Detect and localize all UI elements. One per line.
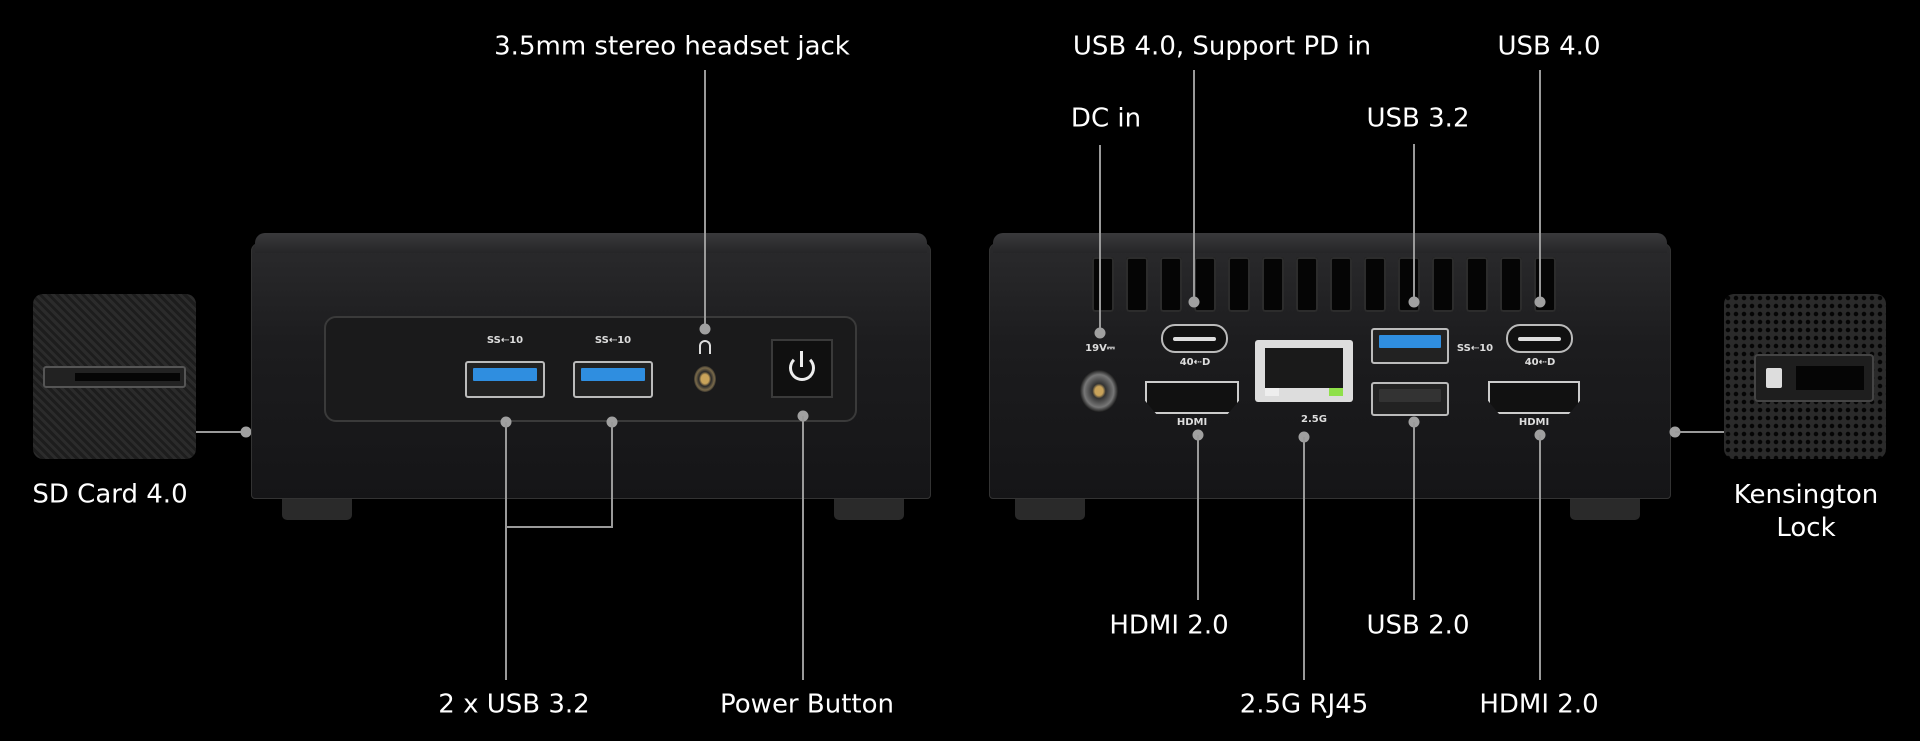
usb-ss10-marking: SS⇠10 [486, 335, 524, 346]
usb-ss10-marking: SS⇠10 [1456, 343, 1494, 354]
usb-2-0-port [1371, 382, 1449, 416]
usb4-marking: 40⇠D [1524, 357, 1556, 368]
sd-card-module [33, 294, 196, 459]
label-front-usb: 2 x USB 3.2 [438, 689, 590, 720]
label-usb4-pd: USB 4.0, Support PD in [1072, 31, 1372, 62]
hdmi-port [1488, 381, 1580, 414]
label-hdmi-right: HDMI 2.0 [1479, 689, 1599, 720]
usb-3-2-port-rear [1371, 328, 1449, 364]
label-sd-card: SD Card 4.0 [32, 479, 188, 510]
headset-jack [694, 366, 716, 392]
dc-voltage-marking: 19V⎓ [1085, 343, 1115, 354]
rj45-port [1255, 340, 1353, 402]
label-usb-3-2: USB 3.2 [1366, 103, 1470, 134]
usb-4-pd-port [1161, 324, 1228, 353]
hdmi-port [1145, 381, 1239, 414]
usb-3-2-port [465, 361, 545, 398]
power-button [771, 339, 833, 398]
dc-jack [1080, 370, 1118, 412]
kensington-slot [1754, 354, 1874, 402]
usb-3-2-port [573, 361, 653, 398]
label-power-button: Power Button [720, 689, 894, 720]
lan-speed-marking: 2.5G [1301, 414, 1327, 425]
kensington-lock-module [1724, 294, 1886, 459]
headphone-icon [699, 340, 711, 354]
label-dc-in: DC in [1070, 103, 1142, 134]
usb4-marking: 40⇠D [1179, 357, 1211, 368]
sd-card-slot [43, 366, 186, 388]
hdmi-marking: HDMI [1518, 417, 1550, 428]
label-headset-jack: 3.5mm stereo headset jack [494, 31, 850, 62]
usb-4-port [1506, 324, 1573, 353]
label-usb-2-0: USB 2.0 [1366, 610, 1470, 641]
lock-icon [1766, 368, 1782, 388]
hdmi-marking: HDMI [1176, 417, 1208, 428]
usb-ss10-marking: SS⇠10 [594, 335, 632, 346]
power-icon [789, 355, 815, 381]
label-rj45: 2.5G RJ45 [1239, 689, 1369, 720]
label-hdmi-left: HDMI 2.0 [1109, 610, 1229, 641]
label-usb-4: USB 4.0 [1497, 31, 1601, 62]
